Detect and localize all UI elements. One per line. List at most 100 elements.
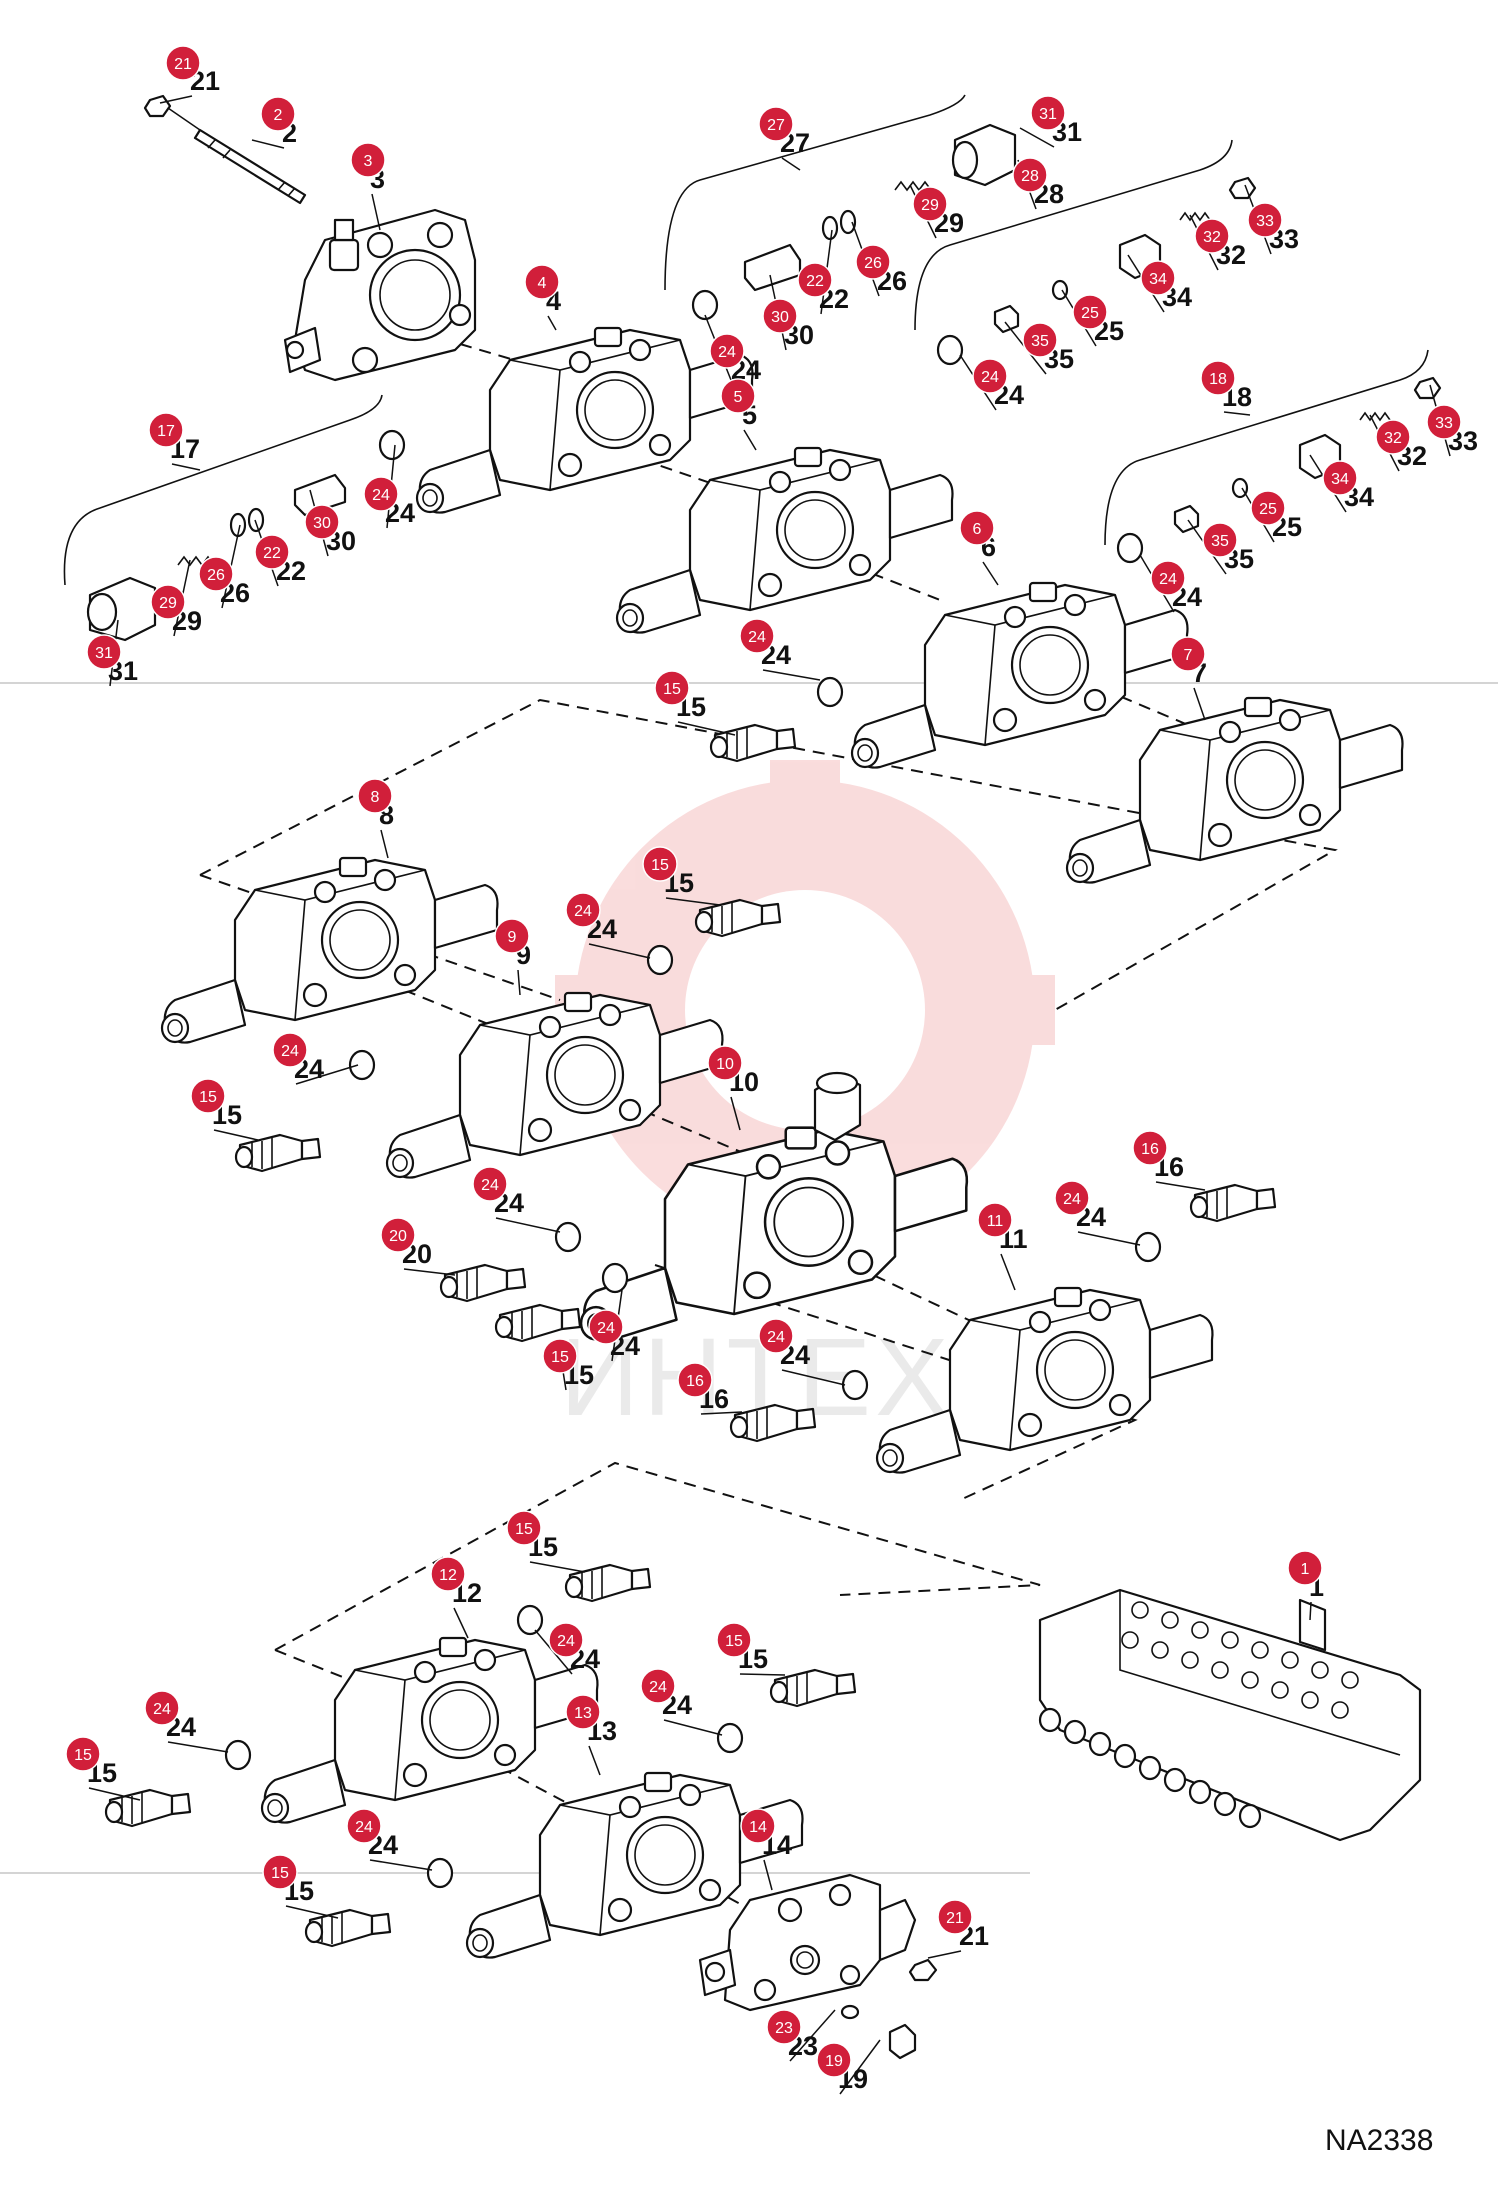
callout-badge[interactable] [1322, 460, 1358, 496]
callout-badge[interactable] [654, 670, 690, 706]
callout-badge[interactable] [959, 510, 995, 546]
callout-1[interactable]: 11 [1287, 1550, 1324, 1621]
callout-3[interactable]: 33 [350, 142, 386, 231]
callout-badge[interactable] [565, 892, 601, 928]
callout-badge[interactable] [346, 1808, 382, 1844]
callout-badge[interactable] [472, 1166, 508, 1202]
callout-badge[interactable] [972, 358, 1008, 394]
callout-2[interactable]: 22 [251, 96, 297, 149]
callout-badge[interactable] [758, 1318, 794, 1354]
callout-badge[interactable] [1030, 95, 1066, 131]
callout-badge[interactable] [977, 1202, 1013, 1238]
callout-badge[interactable] [190, 1078, 226, 1114]
callout-badge[interactable] [1132, 1130, 1168, 1166]
callout-badge[interactable] [165, 45, 201, 81]
callout-badge[interactable] [262, 1854, 298, 1890]
callout-8[interactable]: 88 [357, 778, 394, 859]
callout-badge[interactable] [1072, 294, 1108, 330]
callout-badge[interactable] [304, 504, 340, 540]
callout-badge[interactable] [1202, 522, 1238, 558]
callout-badge[interactable] [272, 1032, 308, 1068]
callout-badge[interactable] [1287, 1550, 1323, 1586]
callout-badge[interactable] [1247, 202, 1283, 238]
callout-badge[interactable] [357, 778, 393, 814]
callout-badge[interactable] [260, 96, 296, 132]
callout-badge[interactable] [1250, 490, 1286, 526]
callout-badge[interactable] [912, 186, 948, 222]
callout-badge[interactable] [816, 2042, 852, 2078]
callout-5[interactable]: 55 [720, 378, 757, 451]
callout-badge[interactable] [1150, 560, 1186, 596]
callout-badge[interactable] [1200, 360, 1236, 396]
callout-badge[interactable] [254, 534, 290, 570]
callout-badge[interactable] [758, 106, 794, 142]
callout-badge[interactable] [144, 1690, 180, 1726]
callout-badge[interactable] [716, 1622, 752, 1658]
callout-6[interactable]: 66 [959, 510, 999, 586]
callout-badge[interactable] [762, 298, 798, 334]
callout-badge[interactable] [565, 1694, 601, 1730]
callout-9[interactable]: 99 [494, 918, 531, 996]
callout-badge[interactable] [1375, 419, 1411, 455]
callout-badge[interactable] [937, 1899, 973, 1935]
callout-badge[interactable] [494, 918, 530, 954]
callout-7[interactable]: 77 [1170, 636, 1207, 721]
callout-badge[interactable] [677, 1362, 713, 1398]
callout-badge[interactable] [709, 333, 745, 369]
callout-badge[interactable] [65, 1736, 101, 1772]
callout-badge[interactable] [720, 378, 756, 414]
callout-badge[interactable] [198, 556, 234, 592]
callout-badge[interactable] [506, 1510, 542, 1546]
callout-badge[interactable] [363, 476, 399, 512]
callout-badge[interactable] [797, 262, 833, 298]
callout-badge[interactable] [1022, 322, 1058, 358]
callout-badge[interactable] [707, 1045, 743, 1081]
callout-badge[interactable] [1140, 260, 1176, 296]
callout-badge[interactable] [740, 1808, 776, 1844]
callout-badge[interactable] [588, 1309, 624, 1345]
callout-badge[interactable] [430, 1556, 466, 1592]
